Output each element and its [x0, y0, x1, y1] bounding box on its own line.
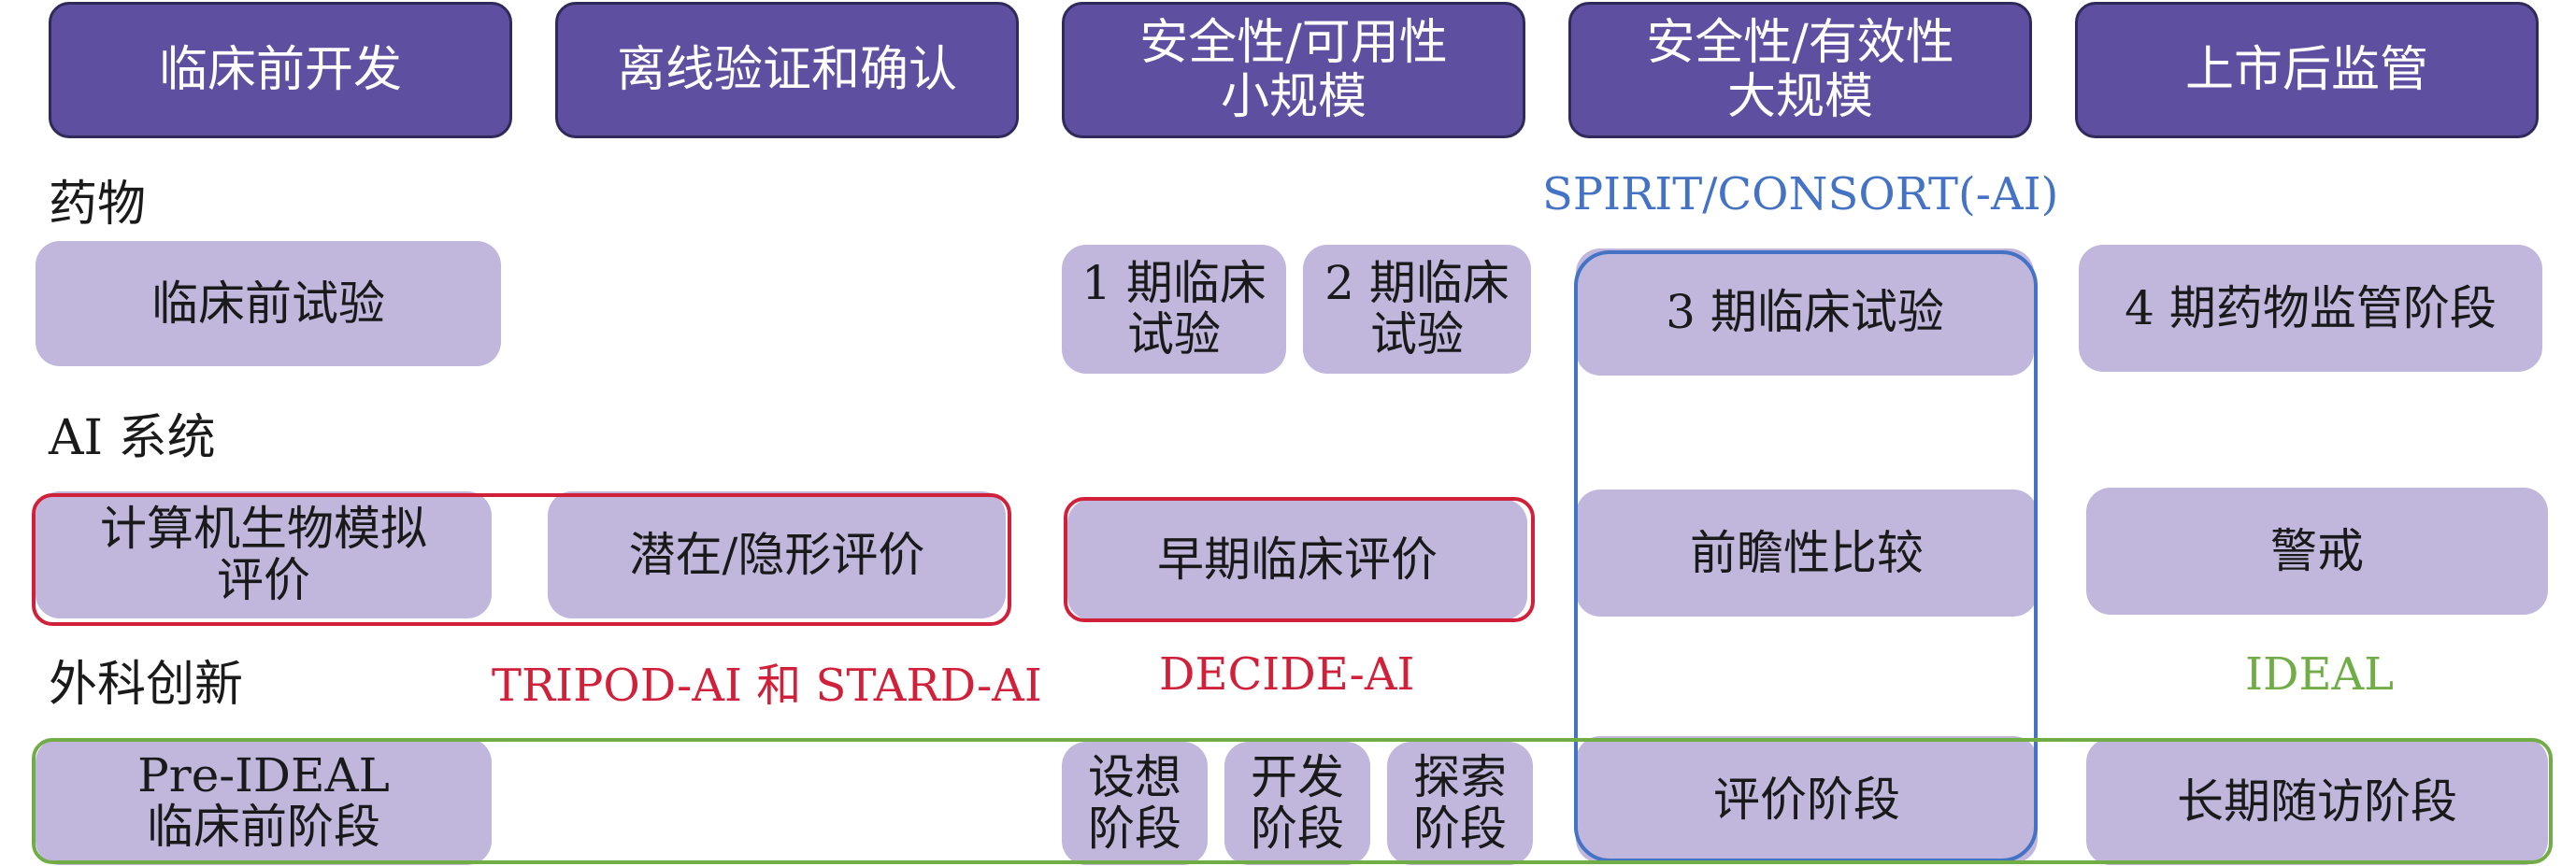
standard-spirit-consort: SPIRIT/CONSORT(-AI) — [1542, 168, 2059, 220]
drug-phase2-trial-text: 2 期临床 试验 — [1324, 256, 1510, 362]
ai-prospective-comparison: 前瞻性比较 — [1576, 490, 2038, 617]
drug-phase1-trial: 1 期临床 试验 — [1062, 245, 1286, 374]
drug-phase2-trial: 2 期临床 试验 — [1303, 245, 1531, 374]
surgery-pre-ideal-stage: Pre-IDEAL 临床前阶段 — [36, 738, 492, 865]
surgery-assessment-stage: 评价阶段 — [1576, 736, 2038, 863]
ai-in-silico-evaluation: 计算机生物模拟 评价 — [36, 491, 492, 618]
surgery-exploration-stage-text: 探索 阶段 — [1413, 750, 1507, 856]
header-offline-validation-text: 离线验证和确认 — [616, 41, 957, 98]
surgery-pre-ideal-stage-text: Pre-IDEAL 临床前阶段 — [137, 748, 390, 854]
header-post-market-text: 上市后监管 — [2184, 41, 2428, 98]
standard-decide-ai: DECIDE-AI — [1159, 648, 1415, 701]
ai-offline-frame — [32, 493, 1011, 626]
row-label-ai: AI 系统 — [49, 410, 216, 466]
standard-ideal: IDEAL — [2245, 648, 2395, 701]
header-safety-efficacy-text: 安全性/有效性 大规模 — [1646, 14, 1954, 125]
surgery-idea-stage-text: 设想 阶段 — [1088, 750, 1181, 856]
ai-vigilance-text: 警戒 — [2270, 523, 2364, 578]
header-offline-validation: 离线验证和确认 — [555, 2, 1019, 138]
surgery-idea-stage: 设想 阶段 — [1062, 742, 1208, 865]
ai-early-clinical-evaluation-text: 早期临床评价 — [1157, 532, 1438, 587]
surgery-assessment-stage-text: 评价阶段 — [1713, 772, 1900, 827]
drug-phase3-trial: 3 期临床试验 — [1576, 248, 2034, 376]
ai-prospective-comparison-text: 前瞻性比较 — [1690, 525, 1924, 580]
header-preclinical-text: 临床前开发 — [158, 41, 402, 98]
drug-preclinical-trial-text: 临床前试验 — [151, 276, 385, 331]
header-post-market: 上市后监管 — [2075, 2, 2539, 138]
row-label-drug: 药物 — [49, 177, 147, 233]
drug-phase3-trial-text: 3 期临床试验 — [1666, 284, 1944, 339]
surgery-development-stage: 开发 阶段 — [1224, 742, 1370, 865]
header-preclinical: 临床前开发 — [49, 2, 512, 138]
surgery-long-term-follow-up-text: 长期随访阶段 — [2177, 774, 2457, 829]
header-safety-efficacy: 安全性/有效性 大规模 — [1568, 2, 2032, 138]
ai-silent-evaluation-text: 潜在/隐形评价 — [628, 527, 925, 582]
ai-in-silico-evaluation-text: 计算机生物模拟 评价 — [100, 502, 427, 607]
ai-early-clinical-frame — [1064, 497, 1535, 622]
header-safety-usability-text: 安全性/可用性 小规模 — [1139, 14, 1448, 125]
ai-silent-evaluation: 潜在/隐形评价 — [548, 491, 1006, 618]
ai-early-clinical-evaluation: 早期临床评价 — [1067, 499, 1527, 620]
standard-tripod-stard: TRIPOD-AI 和 STARD-AI — [492, 660, 1042, 712]
surgery-long-term-follow-up: 长期随访阶段 — [2086, 738, 2548, 865]
drug-phase1-trial-text: 1 期临床 试验 — [1081, 256, 1267, 362]
row-label-surgery: 外科创新 — [49, 657, 244, 713]
drug-preclinical-trial: 临床前试验 — [36, 241, 501, 366]
drug-phase4-surveillance-text: 4 期药物监管阶段 — [2125, 280, 2497, 335]
header-safety-usability: 安全性/可用性 小规模 — [1062, 2, 1525, 138]
drug-phase4-surveillance: 4 期药物监管阶段 — [2079, 245, 2542, 372]
surgery-development-stage-text: 开发 阶段 — [1251, 750, 1344, 856]
ai-vigilance: 警戒 — [2086, 488, 2548, 615]
surgery-exploration-stage: 探索 阶段 — [1387, 742, 1533, 865]
surgery-ideal-frame — [32, 738, 2553, 864]
